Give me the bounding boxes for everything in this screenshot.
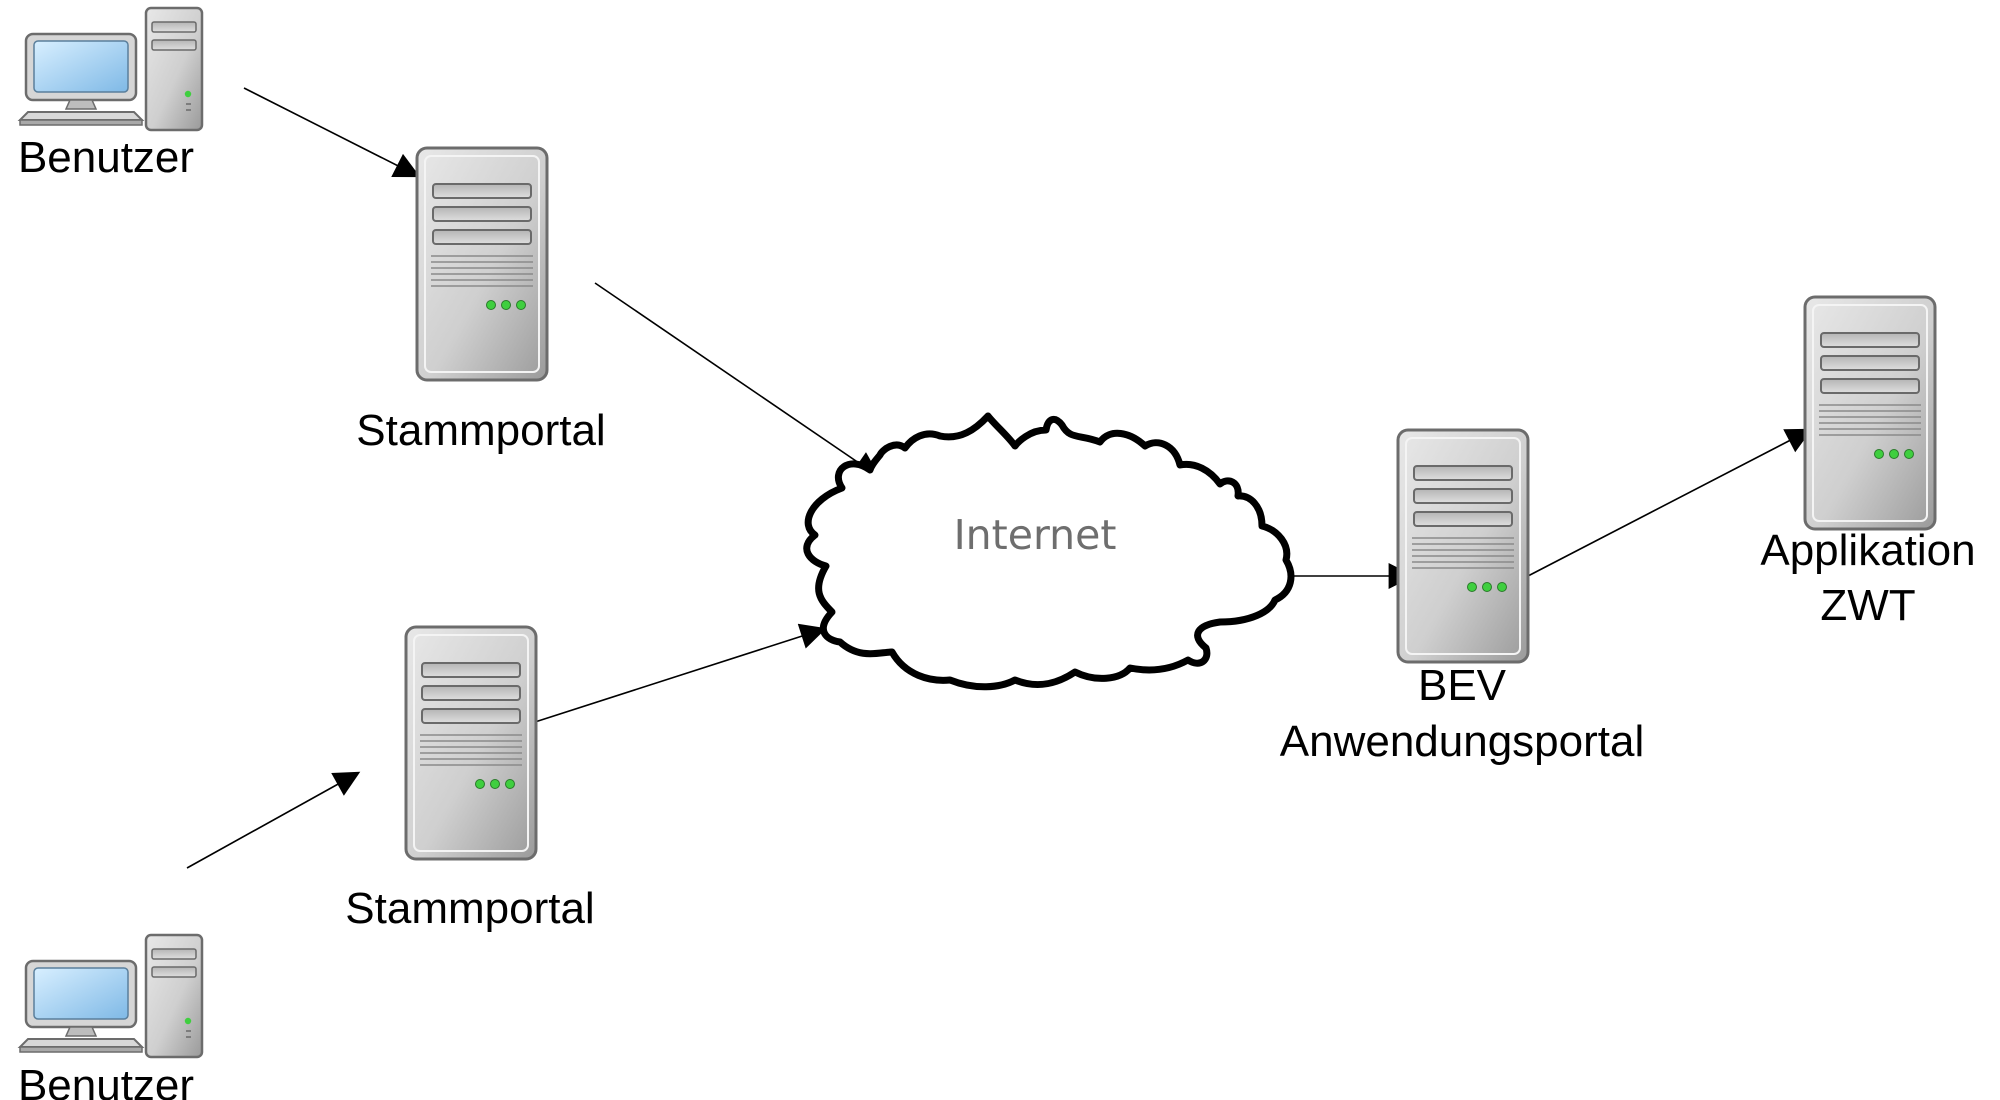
zwt-label-line2: ZWT — [1820, 581, 1915, 630]
user-top-node: Benutzer — [18, 6, 204, 182]
zwt-label-line1: Applikation — [1760, 526, 1975, 575]
desktop-computer-icon — [18, 6, 204, 132]
stammportal-bottom-label: Stammportal — [345, 884, 594, 933]
server-icon — [1803, 295, 1937, 531]
edge-stammportal-bottom-to-internet — [534, 623, 827, 723]
zwt-node: Applikation ZWT — [1760, 295, 1976, 630]
edge-stammportal-top-to-internet — [594, 282, 881, 478]
edge-user-top-to-stammportal-top — [243, 87, 421, 178]
internet-label: Internet — [954, 511, 1117, 559]
edge-bev-to-zwt — [1527, 428, 1813, 577]
user-bottom-label: Benutzer — [18, 1061, 194, 1100]
server-icon — [404, 625, 538, 861]
desktop-computer-icon — [18, 933, 204, 1059]
connectors — [186, 87, 1813, 869]
bev-node: BEV Anwendungsportal — [1280, 428, 1644, 766]
user-top-label: Benutzer — [18, 133, 194, 182]
edge-user-bottom-to-stammportal-bottom — [186, 771, 361, 869]
user-bottom-node: Benutzer — [18, 933, 204, 1100]
stammportal-top-node: Stammportal — [356, 146, 606, 455]
internet-cloud: Internet — [803, 412, 1295, 691]
bev-label-line2: Anwendungsportal — [1280, 717, 1644, 766]
stammportal-bottom-node: Stammportal — [345, 625, 595, 933]
bev-label-line1: BEV — [1418, 661, 1507, 710]
cloud-icon — [803, 412, 1295, 691]
server-icon — [415, 146, 549, 382]
stammportal-top-label: Stammportal — [356, 406, 605, 455]
server-icon — [1396, 428, 1530, 664]
